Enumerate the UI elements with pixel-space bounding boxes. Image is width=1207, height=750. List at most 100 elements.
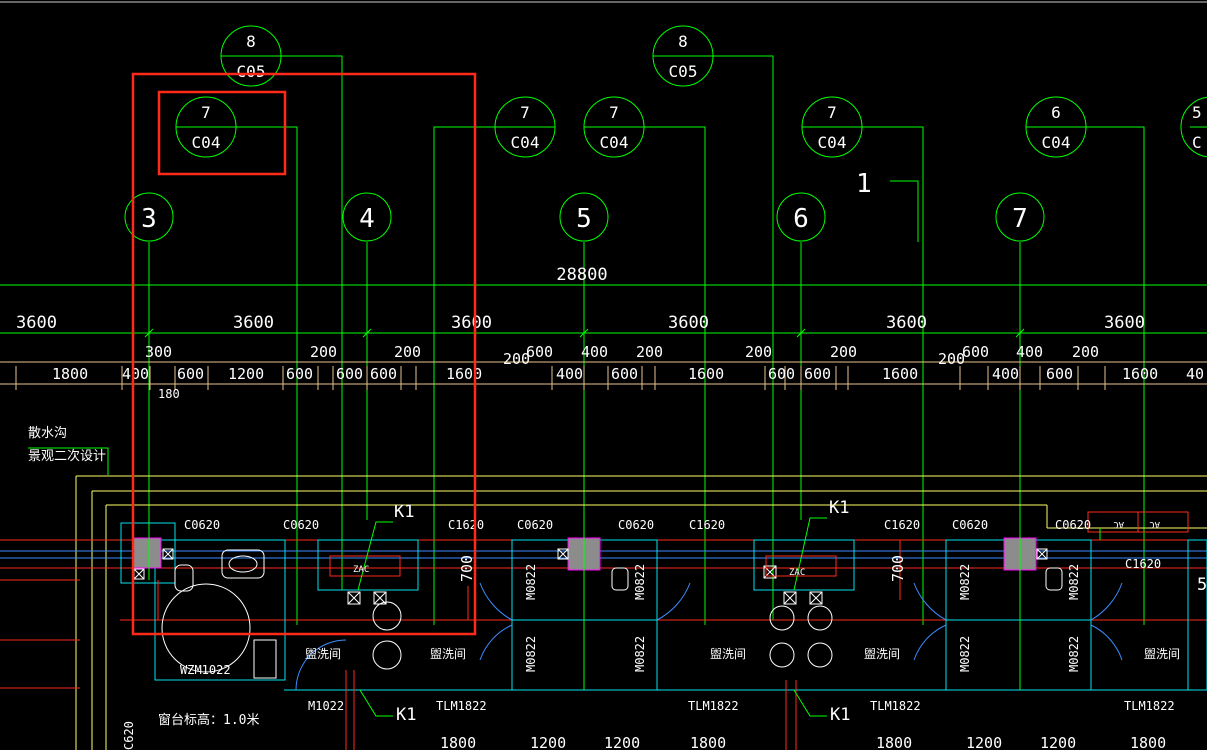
window-tag-code: C05 bbox=[669, 62, 698, 81]
leader-line bbox=[890, 180, 919, 242]
detail-dim: 400 bbox=[992, 365, 1019, 383]
detail-dim: 200 bbox=[938, 350, 965, 368]
leader-label: 1 bbox=[856, 169, 872, 199]
window-tag-num: 7 bbox=[520, 103, 530, 122]
detail-dim: 600 bbox=[177, 365, 204, 383]
detail-dim: 200 bbox=[745, 343, 772, 361]
window-tag-code: C05 bbox=[237, 62, 266, 81]
bay-dimension: 3600 bbox=[16, 313, 57, 333]
k1-label: K1 bbox=[829, 498, 849, 518]
detail-dim: 200 bbox=[636, 343, 663, 361]
window-label: C1620 bbox=[884, 518, 920, 532]
bay-dimension: 3600 bbox=[233, 313, 274, 333]
detail-dim: 200 bbox=[503, 350, 530, 368]
k1-label: K1 bbox=[830, 705, 850, 725]
axis-number: 7 bbox=[1012, 204, 1028, 234]
room-label: 盥洗间 bbox=[1144, 647, 1180, 661]
plan-texts: C0620 C0620 C1620 C0620 C0620 C1620 C162… bbox=[122, 498, 1207, 750]
leader-line bbox=[1085, 126, 1145, 625]
window-tag-num: 8 bbox=[246, 32, 256, 51]
dimension-lines bbox=[0, 284, 1207, 390]
building-outline bbox=[0, 475, 1207, 750]
k1-label: K1 bbox=[396, 705, 416, 725]
axis-number: 4 bbox=[359, 204, 375, 234]
door-label: M0822 bbox=[1067, 564, 1081, 600]
bottom-dim: 1200 bbox=[1040, 734, 1076, 750]
detail-dim: 1600 bbox=[882, 365, 918, 383]
bottom-dim: 1800 bbox=[440, 734, 476, 750]
bottom-dim: 1800 bbox=[1130, 734, 1166, 750]
leader-line bbox=[236, 126, 298, 625]
detail-dim: 40 bbox=[1186, 365, 1204, 383]
axis-bubble bbox=[342, 192, 392, 242]
window-tag-num: 7 bbox=[609, 103, 619, 122]
note-ditch: 散水沟 bbox=[28, 426, 67, 441]
window-tag-num: 8 bbox=[678, 32, 688, 51]
door-code: TLM1822 bbox=[1124, 699, 1175, 713]
zac-tag: ZAC bbox=[789, 568, 805, 578]
ac-tag: AC bbox=[1113, 519, 1124, 529]
room-label: 盥洗间 bbox=[305, 647, 341, 661]
door-code: TLM1822 bbox=[688, 699, 739, 713]
room-label: 盥洗间 bbox=[430, 647, 466, 661]
bottom-dim: 1800 bbox=[690, 734, 726, 750]
window-tag-code: C04 bbox=[600, 133, 629, 152]
notes: 散水沟 景观二次设计 窗台标高：1.0米 bbox=[28, 426, 259, 728]
window-label: C0620 bbox=[952, 518, 988, 532]
note-landscape: 景观二次设计 bbox=[28, 448, 106, 464]
door-code: WZM1022 bbox=[180, 663, 231, 677]
bottom-dim: 1200 bbox=[530, 734, 566, 750]
door-label: M0822 bbox=[1067, 636, 1081, 672]
door-code: TLM1822 bbox=[436, 699, 487, 713]
leader-line bbox=[644, 126, 706, 625]
door-label: M0822 bbox=[958, 636, 972, 672]
selection-highlight-inner[interactable] bbox=[157, 90, 287, 176]
detail-dim: 600 bbox=[768, 365, 795, 383]
detail-dim: 300 bbox=[145, 343, 172, 361]
window-tag-code: C bbox=[1192, 133, 1202, 152]
detail-dim: 600 bbox=[1046, 365, 1073, 383]
window-label: C0620 bbox=[618, 518, 654, 532]
detail-dim: 200 bbox=[830, 343, 857, 361]
leader-line bbox=[712, 55, 774, 620]
axis-number: 5 bbox=[576, 204, 592, 234]
detail-dim: 400 bbox=[581, 343, 608, 361]
window-tag-group bbox=[175, 25, 1207, 625]
axis-bubble bbox=[995, 192, 1045, 242]
axis-labels: 3 4 5 6 7 bbox=[141, 204, 1028, 234]
detail-dim: 600 bbox=[286, 365, 313, 383]
detail-dim: 200 bbox=[394, 343, 421, 361]
detail-dim: 600 bbox=[526, 343, 553, 361]
axis-bubble bbox=[559, 192, 609, 242]
window-tag-num: 5 bbox=[1192, 103, 1202, 122]
door-code: M1022 bbox=[308, 699, 344, 713]
door-label: M0822 bbox=[633, 564, 647, 600]
room-label: 盥洗间 bbox=[864, 647, 900, 661]
door-label: M0822 bbox=[524, 564, 538, 600]
detail-dim: 400 bbox=[122, 365, 149, 383]
window-tag-num: 7 bbox=[201, 103, 211, 122]
detail-dim: 200 bbox=[1072, 343, 1099, 361]
detail-dim: 1600 bbox=[446, 365, 482, 383]
detail-dim: 200 bbox=[310, 343, 337, 361]
detail-dim: 1800 bbox=[52, 365, 88, 383]
zac-tag: ZAC bbox=[353, 565, 369, 575]
window-label: C0620 bbox=[283, 518, 319, 532]
detail-dim: 600 bbox=[370, 365, 397, 383]
bottom-dim: 1200 bbox=[966, 734, 1002, 750]
bay-dimension: 3600 bbox=[886, 313, 927, 333]
window-tag-bubble bbox=[1180, 96, 1207, 158]
axis-bubble bbox=[124, 192, 174, 242]
detail-dim: 1600 bbox=[1122, 365, 1158, 383]
overall-dimension: 28800 bbox=[556, 265, 607, 285]
door-label: M0822 bbox=[524, 636, 538, 672]
room-label: 盥洗间 bbox=[710, 647, 746, 661]
detail-dim: 600 bbox=[336, 365, 363, 383]
left-window-label: C620 bbox=[122, 721, 136, 750]
window-tag-code: C04 bbox=[192, 133, 221, 152]
selection-highlight-outer[interactable] bbox=[131, 72, 477, 636]
door-label: M0822 bbox=[633, 636, 647, 672]
window-tag-num: 6 bbox=[1051, 103, 1061, 122]
bottom-dim: 1800 bbox=[876, 734, 912, 750]
